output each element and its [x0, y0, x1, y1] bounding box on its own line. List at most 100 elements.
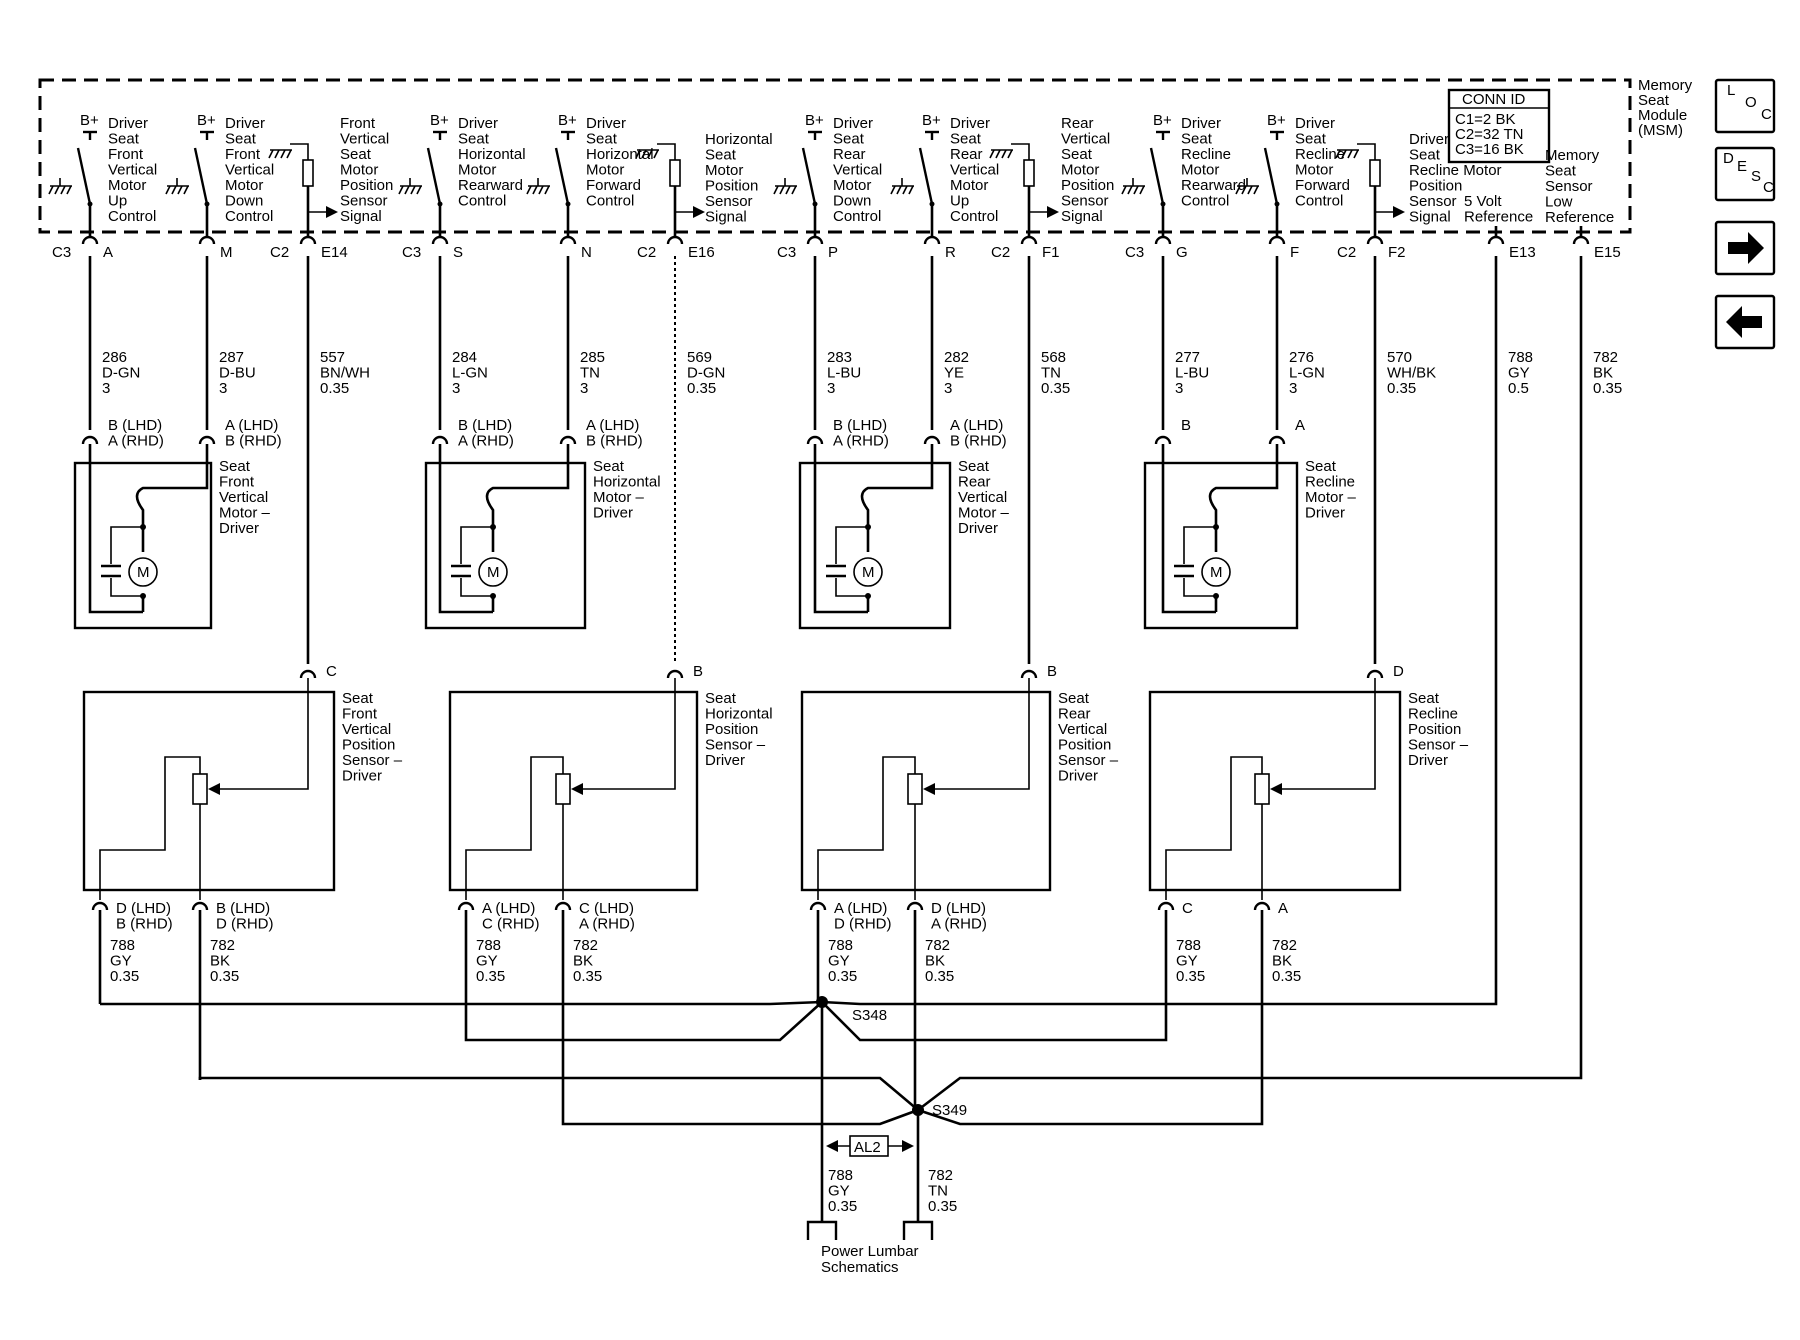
- circuit-label-c3: Motor: [340, 162, 378, 179]
- circuit-label-c11: Recline: [1295, 146, 1345, 163]
- circuit-label-c2: Vertical: [225, 162, 274, 179]
- ground-icon: [165, 185, 189, 195]
- circuit-label-c9: Position: [1061, 177, 1114, 194]
- ground-icon: [1121, 185, 1145, 195]
- splice-s348: [816, 996, 828, 1008]
- switch-blade: [1263, 147, 1279, 205]
- wire-label-c6: 569: [687, 349, 712, 366]
- lumbar-label: Power Lumbar: [821, 1243, 919, 1260]
- wire-label-c2: D-BU: [219, 365, 256, 382]
- connector-id: C3: [52, 244, 71, 261]
- ground-icon: [647, 149, 653, 159]
- lumbar-wire-label: 0.35: [828, 1198, 857, 1215]
- splice-label: S348: [852, 1007, 887, 1024]
- circuit-label-c7: Motor: [833, 177, 871, 194]
- circuit-label-c10: Control: [1181, 193, 1229, 210]
- circuit-label-c7: Seat: [833, 131, 865, 148]
- sensor-name: Driver: [705, 752, 745, 769]
- motor-pin-label: A (LHD): [586, 417, 639, 434]
- motor-symbol: M: [137, 564, 150, 581]
- potentiometer-icon: [1254, 773, 1270, 805]
- bk-bus: [917, 256, 1583, 1112]
- wire-label-c12: WH/BK: [1387, 365, 1436, 382]
- sensor-name: Driver: [1408, 752, 1448, 769]
- sensor-name: Driver: [1058, 768, 1098, 785]
- bk-bus: [561, 1080, 919, 1126]
- circuit-label-c12: Sensor: [1409, 193, 1457, 210]
- motor-pin-label: B (LHD): [458, 417, 512, 434]
- circuit-label-c1: Motor: [108, 177, 146, 194]
- switch-contact: [204, 201, 210, 207]
- circuit-label-c3: Sensor: [340, 193, 388, 210]
- wire-label-c10: 3: [1175, 380, 1183, 397]
- circuit-label-c4: Seat: [458, 131, 490, 148]
- circuit-label-c7: Rear: [833, 146, 866, 163]
- motor-name: Front: [219, 474, 255, 491]
- sensor-pin-label: A (RHD): [579, 916, 635, 933]
- circuit-label-c2: Down: [225, 193, 263, 210]
- motor-name: Driver: [1305, 505, 1345, 522]
- msm-pin-E13: [1487, 235, 1505, 245]
- loc-letter: C: [1761, 106, 1772, 123]
- back-button[interactable]: [1714, 294, 1776, 350]
- sensor-name: Seat: [705, 690, 737, 707]
- loc-letter: O: [1745, 94, 1757, 111]
- ground-icon: [274, 149, 280, 159]
- msm-pin-E15: [1572, 235, 1590, 245]
- sensor-signal-pin-label: D: [1393, 663, 1404, 680]
- ground-icon: [526, 185, 532, 195]
- module-name: Memory: [1638, 77, 1693, 94]
- sensor-pin-right: [191, 901, 209, 911]
- motor-box: [1143, 461, 1299, 630]
- ground-icon: [526, 185, 550, 195]
- ground-icon: [171, 185, 177, 195]
- circuit-label-c2: Driver: [225, 115, 265, 132]
- circuit-label-c9: Motor: [1061, 162, 1099, 179]
- circuit-label-c6: Sensor: [705, 193, 753, 210]
- sensor-wire-label: 0.35: [1272, 968, 1301, 985]
- wire-label-c3: BN/WH: [320, 365, 370, 382]
- arrow-head: [923, 783, 935, 795]
- sensor-pin-right: [554, 901, 572, 911]
- sensor-name: Position: [1408, 721, 1461, 738]
- wire-label-c9: TN: [1041, 365, 1061, 382]
- circuit-label-c10: Recline: [1181, 146, 1231, 163]
- pin-id: E13: [1509, 244, 1536, 261]
- sensor-wire-label: 788: [1176, 937, 1201, 954]
- arrow-head: [326, 206, 338, 218]
- sensor-box: [82, 690, 336, 892]
- loc-button[interactable]: LOC: [1714, 78, 1776, 134]
- sensor-wire-label: 788: [828, 937, 853, 954]
- switch-contact: [565, 201, 571, 207]
- pin-id: G: [1176, 244, 1188, 261]
- next-button[interactable]: [1714, 220, 1776, 276]
- motor-name: Horizontal: [593, 474, 661, 491]
- arrow-head: [1047, 206, 1059, 218]
- capacitor-lead: [1183, 578, 1216, 597]
- motor-internal: [813, 444, 868, 614]
- msm-pin-F: [1268, 235, 1286, 245]
- circuit-label-c3: Front: [340, 115, 376, 132]
- wire-label-c8: 3: [944, 380, 952, 397]
- sensor-pin-left: [457, 901, 475, 911]
- pullup-resistor: [1369, 159, 1381, 187]
- switch-blade: [426, 147, 442, 205]
- pin-id: A: [103, 244, 113, 261]
- msm-module-box: [38, 78, 1632, 234]
- ground-icon: [286, 149, 292, 159]
- wire-label-c4: L-GN: [452, 365, 488, 382]
- sensor-name: Vertical: [1058, 721, 1107, 738]
- sensor-name: Sensor –: [705, 737, 766, 754]
- sensor-wire-label: GY: [476, 953, 498, 970]
- wire-label-c12: 0.35: [1387, 380, 1416, 397]
- ground-icon: [66, 185, 72, 195]
- sensor-pin-label: A (LHD): [482, 900, 535, 917]
- wire-label-c10: L-BU: [1175, 365, 1209, 382]
- ground-icon: [989, 149, 1013, 159]
- sensor-pin-label: B (RHD): [116, 916, 173, 933]
- ground-icon: [1241, 185, 1247, 195]
- msm-pin-G: [1154, 235, 1172, 245]
- circuit-label-c7: Control: [833, 208, 881, 225]
- pin-id: R: [945, 244, 956, 261]
